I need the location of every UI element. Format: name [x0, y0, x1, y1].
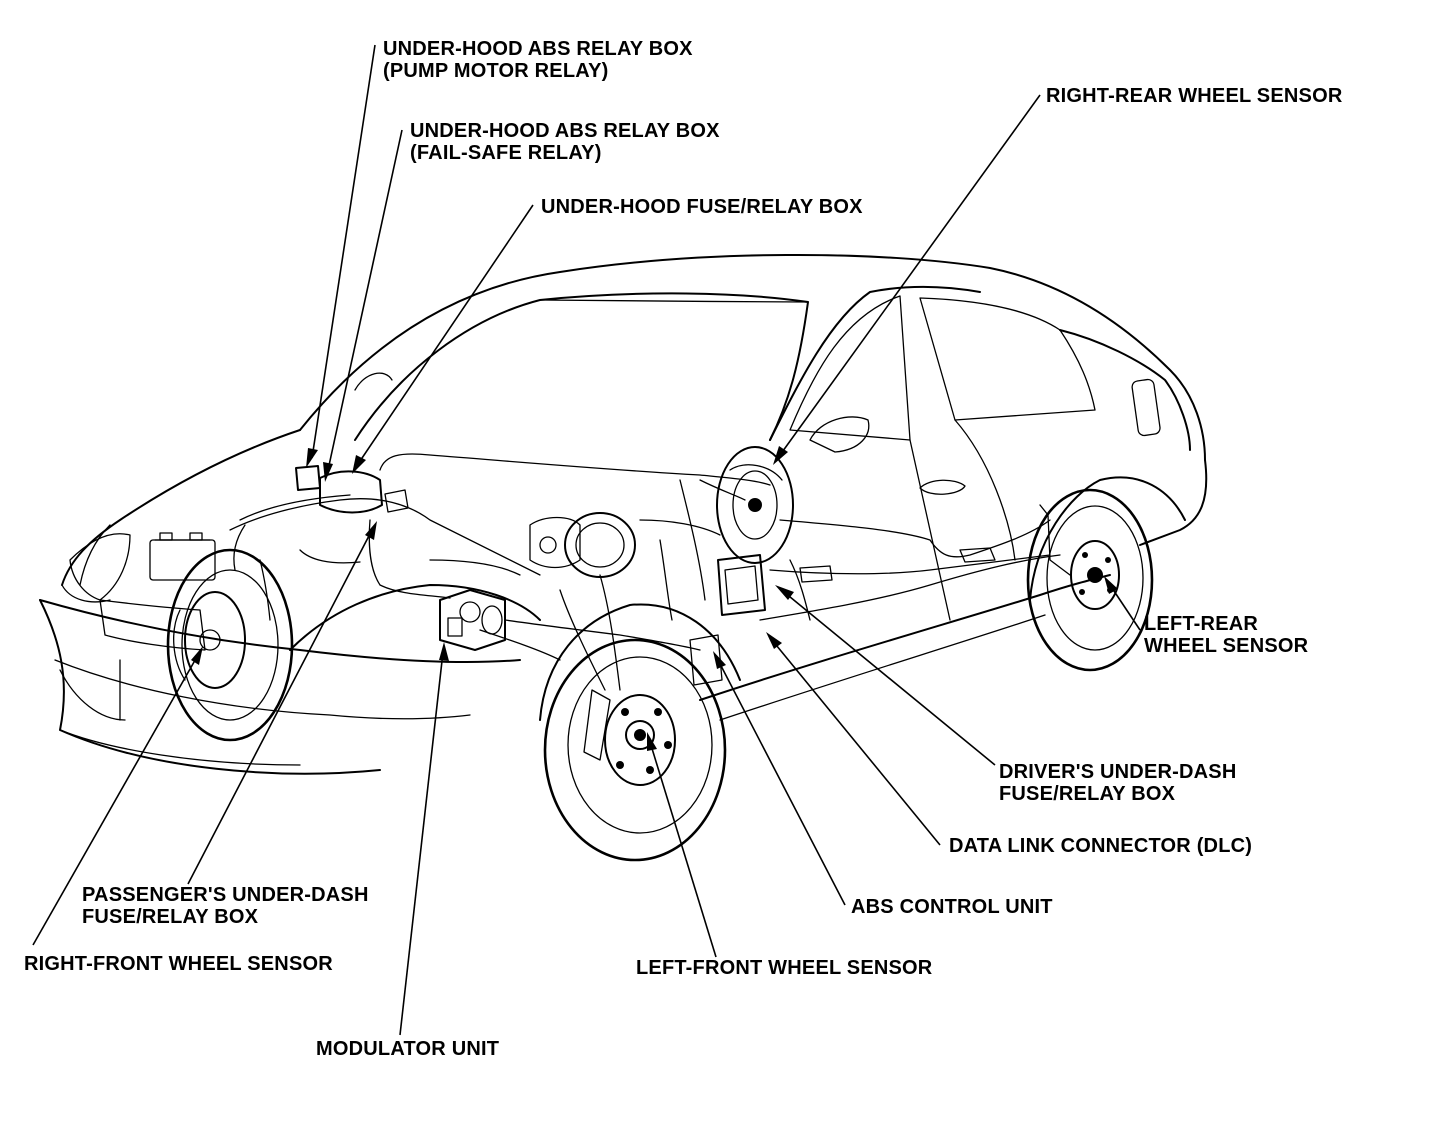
leader-dlc: [771, 639, 941, 846]
leader-right-front-sensor: [32, 654, 199, 946]
label-line: LEFT-FRONT WHEEL SENSOR: [636, 957, 933, 979]
left-front-tire: [543, 638, 727, 862]
front-fender: [289, 584, 541, 651]
label-line: UNDER-HOOD FUSE/RELAY BOX: [541, 196, 863, 218]
brake-lines: [229, 498, 541, 576]
label-left-front-sensor: LEFT-FRONT WHEEL SENSOR: [636, 957, 932, 979]
label-modulator-unit: MODULATOR UNIT: [316, 1038, 499, 1060]
windshield: [354, 292, 809, 441]
leader-right-rear-sensor: [779, 94, 1041, 456]
abs-control-unit-body: [717, 554, 766, 616]
car-outline: [39, 253, 1208, 862]
leader-abs-control-unit: [717, 659, 846, 906]
roof-line: [299, 253, 1206, 461]
label-line: FUSE/RELAY BOX: [82, 906, 259, 928]
leader-lines: [32, 44, 1141, 1036]
label-line: DATA LINK CONNECTOR (DLC): [949, 835, 1253, 857]
label-line: RIGHT-FRONT WHEEL SENSOR: [24, 953, 333, 975]
label-line: WHEEL SENSOR: [1144, 635, 1309, 657]
headlight: [69, 533, 131, 601]
rear-end: [1139, 459, 1208, 546]
leader-passengers-dash-box: [187, 529, 373, 885]
label-line: MODULATOR UNIT: [316, 1038, 500, 1060]
leader-pump-motor-relay: [311, 44, 376, 459]
leader-drivers-dash-box: [783, 591, 996, 766]
label-line: DRIVER'S UNDER-DASH: [999, 761, 1237, 783]
label-line: UNDER-HOOD ABS RELAY BOX: [383, 38, 693, 60]
label-line: PASSENGER'S UNDER-DASH: [82, 884, 369, 906]
hood-line: [61, 429, 301, 586]
leader-fail-safe-relay: [327, 129, 403, 471]
label-fail-safe-relay: UNDER-HOOD ABS RELAY BOX (FAIL-SAFE RELA…: [410, 120, 720, 164]
label-passengers-dash-box: PASSENGER'S UNDER-DASH FUSE/RELAY BOX: [82, 884, 369, 928]
front-wheel-arch: [539, 603, 741, 721]
side-mirror: [809, 416, 870, 453]
rear-quarter: [1059, 329, 1191, 451]
right-front-tire: [166, 548, 294, 742]
leader-left-rear-sensor: [1109, 584, 1141, 631]
leader-left-front-sensor: [649, 741, 717, 958]
label-right-rear-sensor: RIGHT-REAR WHEEL SENSOR: [1046, 85, 1342, 107]
battery: [149, 539, 216, 581]
label-drivers-dash-box: DRIVER'S UNDER-DASH FUSE/RELAY BOX: [999, 761, 1236, 805]
label-pump-motor-relay: UNDER-HOOD ABS RELAY BOX (PUMP MOTOR REL…: [383, 38, 693, 82]
rear-wheel-arch: [1029, 476, 1186, 601]
label-right-front-sensor: RIGHT-FRONT WHEEL SENSOR: [24, 953, 333, 975]
a-pillar: [769, 285, 981, 441]
leader-modulator-unit: [399, 651, 444, 1036]
grille: [99, 599, 206, 651]
label-line: UNDER-HOOD ABS RELAY BOX: [410, 120, 720, 142]
front-bumper: [39, 599, 381, 775]
underhood-fuse-relay-box: [319, 470, 383, 514]
label-line: (PUMP MOTOR RELAY): [383, 60, 609, 82]
front-door-window: [789, 295, 911, 441]
rear-door-window: [919, 297, 1096, 421]
label-line: FUSE/RELAY BOX: [999, 783, 1176, 805]
label-abs-control-unit: ABS CONTROL UNIT: [851, 896, 1053, 918]
label-dlc: DATA LINK CONNECTOR (DLC): [949, 835, 1252, 857]
label-line: ABS CONTROL UNIT: [851, 896, 1053, 918]
modulator-unit-body: [439, 589, 506, 651]
label-left-rear-sensor: LEFT-REAR WHEEL SENSOR: [1144, 613, 1308, 657]
leader-fuse-relay-box: [357, 204, 534, 465]
right-rear-brake: [716, 446, 794, 564]
label-line: LEFT-REAR: [1144, 613, 1259, 635]
left-rear-tire: [1026, 488, 1154, 672]
label-line: (FAIL-SAFE RELAY): [410, 142, 602, 164]
label-fuse-relay-box: UNDER-HOOD FUSE/RELAY BOX: [541, 196, 863, 218]
rocker-line: [699, 574, 1111, 701]
label-line: RIGHT-REAR WHEEL SENSOR: [1046, 85, 1343, 107]
